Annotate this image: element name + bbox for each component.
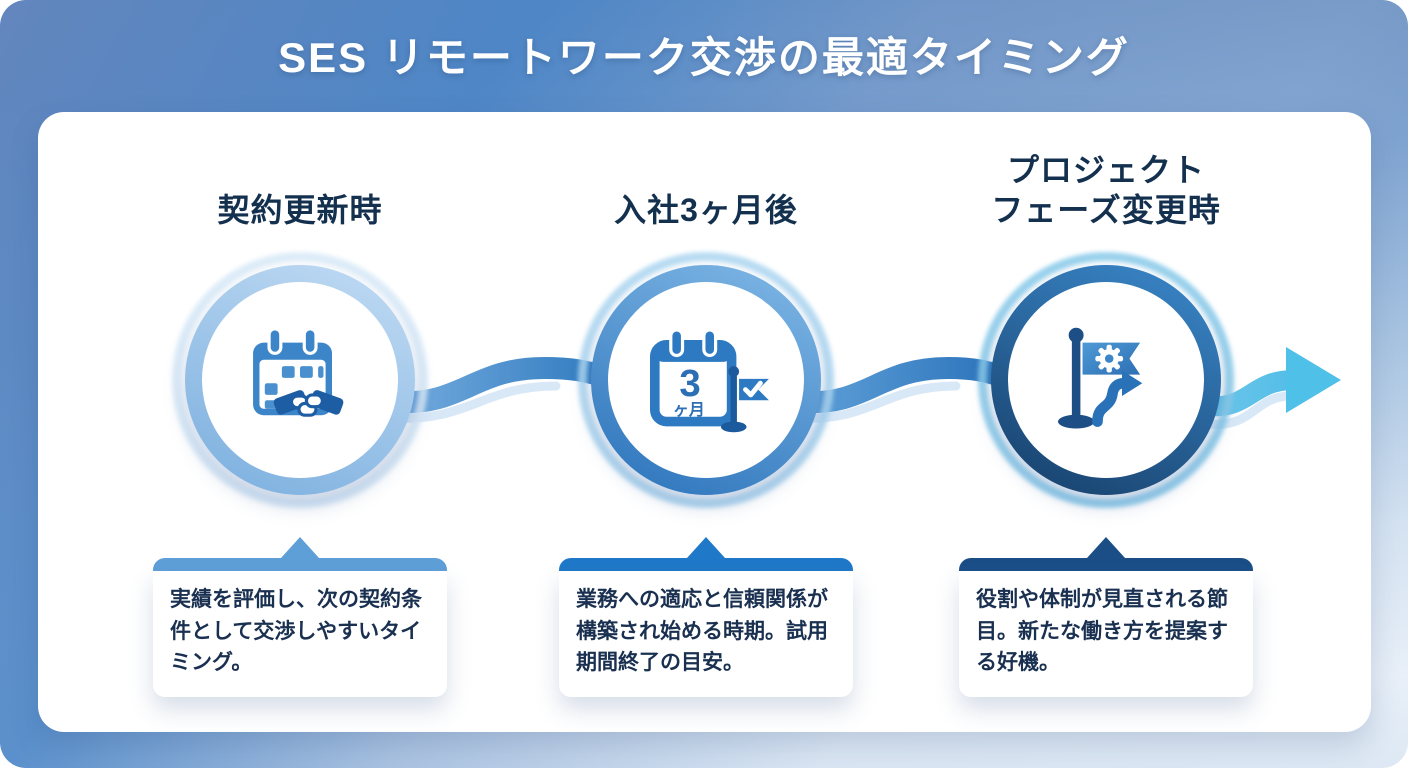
circle-inner: 3 ヶ月 (608, 282, 804, 478)
calendar-unit: ヶ月 (673, 401, 705, 419)
step-title: プロジェクト フェーズ変更時 (936, 118, 1276, 230)
calendar-number: 3 (679, 362, 700, 405)
step-title-line: 入社3ヶ月後 (614, 192, 798, 228)
handshake-glyph (273, 390, 344, 417)
bubble-accent-bar (559, 558, 853, 571)
page-title: SES リモートワーク交渉の最適タイミング (278, 34, 1130, 81)
step-circle: 3 ヶ月 (578, 252, 834, 508)
step-title-line: 契約更新時 (217, 192, 383, 228)
project-phase-flag-icon (1058, 327, 1143, 429)
circle-inner (202, 282, 398, 478)
step-section-three-months: 入社3ヶ月後 3 ヶ月 (556, 118, 856, 718)
step-circle (978, 252, 1234, 508)
step-title: 契約更新時 (130, 118, 470, 230)
description-bubble: 実績を評価し、次の契約条件として交渉しやすいタイミング。 (153, 537, 447, 697)
step-section-project-phase: プロジェクト フェーズ変更時 (956, 118, 1256, 718)
check-flag-glyph (720, 366, 769, 433)
step-title-line: フェーズ変更時 (991, 192, 1221, 228)
calendar-3months-flag-icon: 3 ヶ月 (650, 328, 769, 433)
bubble-accent-bar (153, 558, 447, 571)
circle-halo (578, 252, 834, 508)
bubble-accent-bar (959, 558, 1253, 571)
calendar-handshake-icon (253, 327, 344, 417)
step-title-line: プロジェクト (1006, 152, 1205, 188)
bubble-text: 役割や体制が見直される節目。新たな働き方を提案する好機。 (959, 571, 1253, 697)
description-bubble: 役割や体制が見直される節目。新たな働き方を提案する好機。 (959, 537, 1253, 697)
gear-flag-glyph (1058, 327, 1141, 429)
step-title: 入社3ヶ月後 (536, 118, 876, 230)
step-circle (172, 252, 428, 508)
circle-halo (978, 252, 1234, 508)
bubble-text: 実績を評価し、次の契約条件として交渉しやすいタイミング。 (153, 571, 447, 697)
bubble-pointer (1087, 537, 1125, 558)
curved-arrow-glyph (1092, 370, 1143, 427)
step-section-contract-renewal: 契約更新時 (150, 118, 450, 718)
description-bubble: 業務への適応と信頼関係が構築され始める時期。試用期間終了の目安。 (559, 537, 853, 697)
bubble-text: 業務への適応と信頼関係が構築され始める時期。試用期間終了の目安。 (559, 571, 853, 697)
circle-halo (172, 252, 428, 508)
circle-inner (1008, 282, 1204, 478)
bubble-pointer (281, 537, 319, 558)
bubble-pointer (687, 537, 725, 558)
